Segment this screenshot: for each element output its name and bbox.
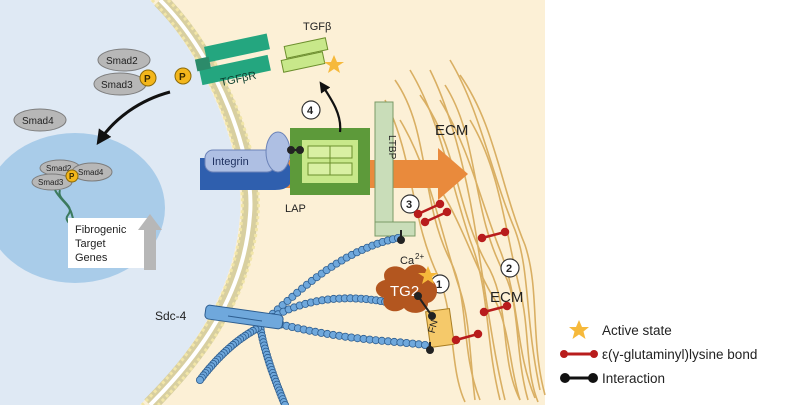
active-tgfb: TGFβ [280, 21, 344, 73]
svg-text:4: 4 [307, 105, 314, 117]
svg-text:Smad4: Smad4 [78, 168, 104, 177]
svg-text:Genes: Genes [75, 252, 108, 264]
svg-text:Sdc-4: Sdc-4 [155, 309, 187, 323]
svg-text:TG2: TG2 [390, 283, 419, 300]
step-4-badge: 4 [301, 100, 321, 120]
interaction-connectors [287, 146, 436, 354]
bead [420, 340, 429, 349]
legend-item-interaction: Interaction [556, 366, 786, 390]
fibronectin: FN [425, 307, 455, 349]
bead [195, 375, 204, 384]
step-3-badge: 3 [400, 194, 420, 214]
release-arrow [319, 81, 342, 133]
ecm-label-top: ECM [435, 122, 468, 139]
bead [281, 401, 289, 405]
smad4: Smad4 [13, 108, 67, 132]
isopeptide-crosslinks [413, 199, 512, 345]
integrin-label: Integrin [212, 156, 249, 168]
ecm-label-right: ECM [490, 289, 523, 306]
svg-text:3: 3 [406, 199, 412, 211]
latent-tgfb-complex: LAP [285, 128, 370, 215]
step-2-badge: 2 [500, 258, 520, 278]
upregulation-arrow-icon [138, 214, 162, 270]
legend-item-isopeptide-bond: ε(γ-glutaminyl)lysine bond [556, 342, 786, 366]
svg-text:Smad3: Smad3 [101, 80, 133, 91]
svg-text:2+: 2+ [415, 252, 424, 261]
star-icon [324, 55, 344, 73]
svg-text:Target: Target [75, 238, 106, 250]
ltbp: LTBP [374, 101, 416, 237]
integrin: Integrin [200, 131, 292, 190]
svg-text:Smad2: Smad2 [106, 56, 138, 67]
legend-item-active-state: Active state [556, 318, 786, 342]
star-icon [569, 320, 589, 339]
svg-text:Fibrogenic: Fibrogenic [75, 224, 127, 236]
nuclear-smad-complex: Smad2 Smad3 Smad4 P [31, 159, 113, 191]
svg-text:P: P [144, 74, 151, 85]
svg-text:2: 2 [506, 263, 512, 275]
smad2-smad3-complex: Smad2 Smad3 P [93, 48, 157, 96]
legend: Active state ε(γ-glutaminyl)lysine bond … [556, 318, 786, 390]
svg-text:1: 1 [436, 279, 442, 291]
svg-text:Smad3: Smad3 [38, 178, 64, 187]
ltbp-label: LTBP [386, 135, 397, 160]
svg-text:P: P [179, 72, 186, 83]
svg-text:P: P [69, 172, 75, 181]
nuclear-translocation-arrow [96, 90, 171, 145]
svg-text:TGFβ: TGFβ [303, 21, 331, 33]
fibrogenic-genes-box: Fibrogenic Target Genes [68, 214, 162, 270]
interaction-icon [560, 373, 598, 383]
star-icon [418, 266, 438, 284]
isopeptide-bond-icon [560, 350, 598, 358]
svg-text:Smad2: Smad2 [46, 164, 72, 173]
svg-text:FN: FN [427, 319, 441, 335]
svg-text:Ca: Ca [400, 255, 415, 267]
svg-text:Smad4: Smad4 [22, 116, 54, 127]
phospho-receptor: P [174, 67, 192, 85]
syndecan-4: Sdc-4 [155, 304, 284, 330]
lap-label: LAP [285, 203, 306, 215]
